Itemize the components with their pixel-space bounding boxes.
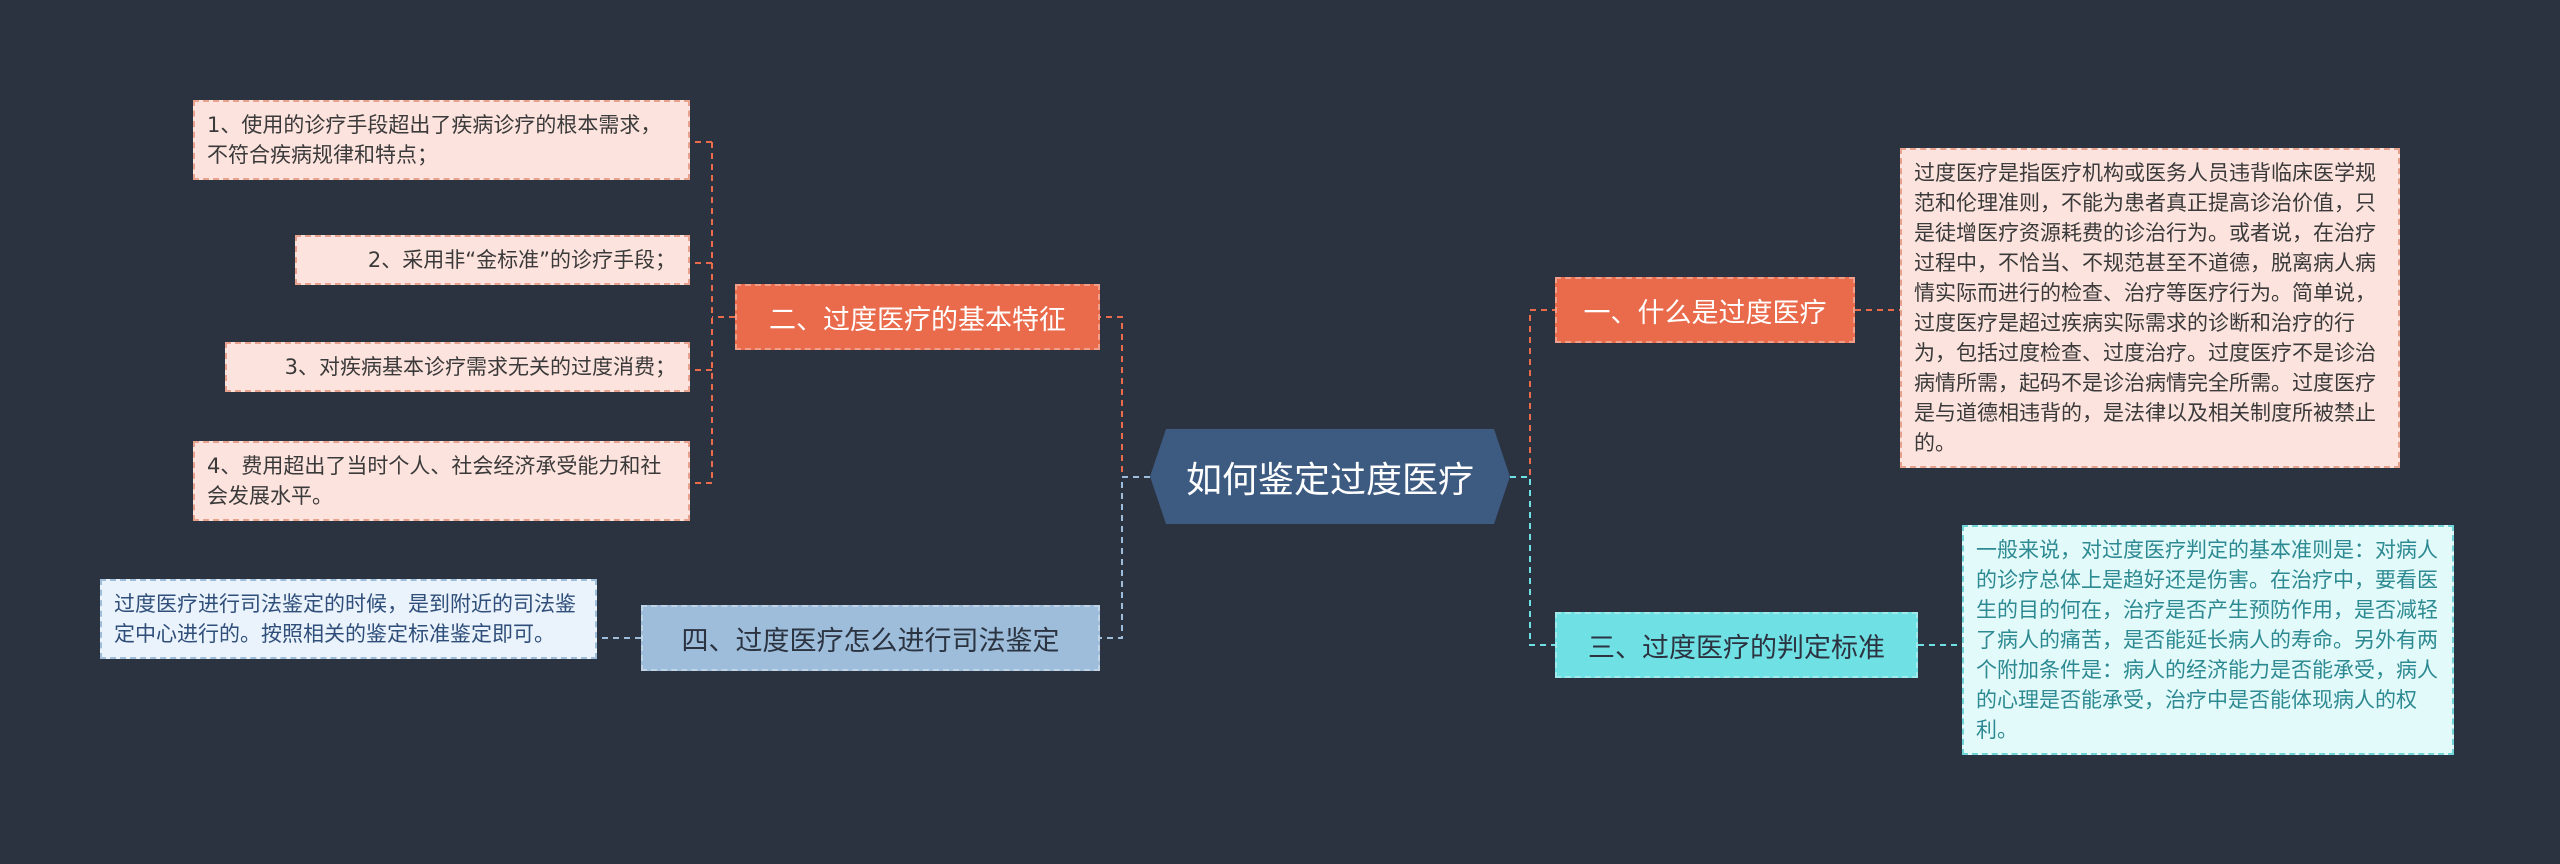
connector-center-b2 <box>1100 316 1150 478</box>
branch-judicial-appraisal[interactable]: 四、过度医疗怎么进行司法鉴定 <box>641 605 1100 671</box>
leaf-definition[interactable]: 过度医疗是指医疗机构或医务人员违背临床医学规范和伦理准则，不能为患者真正提高诊治… <box>1900 148 2400 468</box>
leaf-feature-1[interactable]: 1、使用的诊疗手段超出了疾病诊疗的根本需求，不符合疾病规律和特点； <box>193 100 690 180</box>
leaf-text: 4、费用超出了当时个人、社会经济承受能力和社会发展水平。 <box>207 454 662 508</box>
connector-center-b3 <box>1510 476 1555 646</box>
connector-center-b4 <box>1100 476 1150 639</box>
leaf-feature-2[interactable]: 2、采用非“金标准”的诊疗手段； <box>295 235 690 285</box>
branch-criteria[interactable]: 三、过度医疗的判定标准 <box>1555 612 1918 678</box>
leaf-judicial[interactable]: 过度医疗进行司法鉴定的时候，是到附近的司法鉴定中心进行的。按照相关的鉴定标准鉴定… <box>100 579 597 659</box>
branch-label: 一、什么是过度医疗 <box>1583 297 1827 329</box>
connector-center-b1 <box>1510 309 1555 478</box>
leaf-criteria[interactable]: 一般来说，对过度医疗判定的基本准则是：对病人的诊疗总体上是趋好还是伤害。在治疗中… <box>1962 525 2454 755</box>
branch-label: 四、过度医疗怎么进行司法鉴定 <box>681 625 1060 657</box>
central-topic-label: 如何鉴定过度医疗 <box>1185 459 1474 501</box>
branch-what-is-overtreatment[interactable]: 一、什么是过度医疗 <box>1555 277 1855 343</box>
leaf-text: 1、使用的诊疗手段超出了疾病诊疗的根本需求，不符合疾病规律和特点； <box>207 113 662 167</box>
branch-label: 二、过度医疗的基本特征 <box>769 304 1066 336</box>
branch-label: 三、过度医疗的判定标准 <box>1588 632 1885 664</box>
leaf-text: 过度医疗是指医疗机构或医务人员违背临床医学规范和伦理准则，不能为患者真正提高诊治… <box>1914 161 2376 455</box>
leaf-text: 3、对疾病基本诊疗需求无关的过度消费； <box>284 355 676 379</box>
central-topic[interactable]: 如何鉴定过度医疗 <box>1150 429 1510 524</box>
branch-basic-features[interactable]: 二、过度医疗的基本特征 <box>735 284 1100 350</box>
leaf-text: 过度医疗进行司法鉴定的时候，是到附近的司法鉴定中心进行的。按照相关的鉴定标准鉴定… <box>114 592 576 646</box>
leaf-text: 2、采用非“金标准”的诊疗手段； <box>367 248 676 272</box>
leaf-text: 一般来说，对过度医疗判定的基本准则是：对病人的诊疗总体上是趋好还是伤害。在治疗中… <box>1976 538 2438 742</box>
leaf-feature-4[interactable]: 4、费用超出了当时个人、社会经济承受能力和社会发展水平。 <box>193 441 690 521</box>
connector-b2-features <box>690 141 735 484</box>
leaf-feature-3[interactable]: 3、对疾病基本诊疗需求无关的过度消费； <box>225 342 690 392</box>
